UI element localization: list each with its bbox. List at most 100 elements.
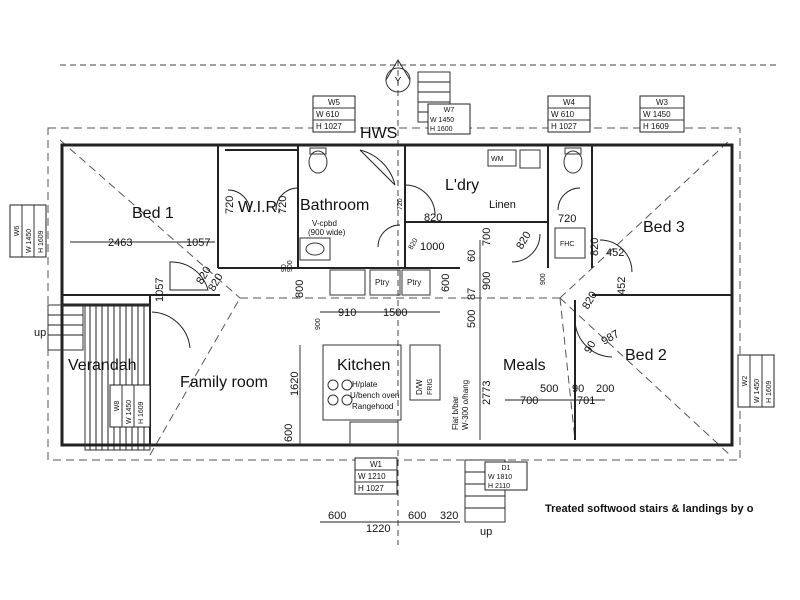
dim-820-bed3: 820 [589,238,601,256]
dim-1057-h: 1057 [186,237,210,249]
stairs [417,71,506,523]
dim-1620: 1620 [289,372,301,396]
dim-720-hws: 720 [397,198,404,210]
w4-height: H 1027 [551,122,577,131]
d1-width: W 1810 [488,474,512,481]
dim-900-pantry: 900 [315,318,322,330]
window-tag-w8: W8 W 1450 H 1609 [109,384,151,428]
reference-grid [60,60,780,545]
dim-600-right: 600 [408,510,426,522]
w8-width: W 1450 [126,400,133,424]
label-ohang: W-300 o/hang [461,380,470,430]
label-ptry1: Ptry [375,278,389,287]
w7-width: W 1450 [430,117,454,124]
label-ubench: U/bench oven [350,391,399,400]
internal-walls [62,145,732,445]
label-up1: up [34,327,46,339]
w4-id: W4 [563,98,576,107]
room-bed1: Bed 1 [132,205,174,222]
label-fhc: FHC [560,241,574,248]
label-up2: up [480,526,492,538]
dim-1000: 1000 [420,241,444,253]
dim-90-b: 90 [582,339,599,356]
w1-id: W1 [370,460,383,469]
w5-width: W 610 [316,110,340,119]
dim-90-a: 90 [572,383,584,395]
w8-id: W8 [114,401,121,412]
room-bathroom: Bathroom [300,197,369,214]
room-bed3: Bed 3 [643,219,685,236]
w7-height: H 1600 [430,126,453,133]
window-tag-w2: W2 W 1450 H 1609 [737,354,775,408]
dim-200: 200 [596,383,614,395]
dim-820-bed2: 820 [580,290,600,312]
d1-id: D1 [502,465,511,472]
dim-500-h: 500 [540,383,558,395]
dim-820-ldry: 820 [424,212,442,224]
footer-note: Treated softwood stairs & landings by o [545,503,754,515]
room-laundry: L'dry [445,177,479,194]
dim-60: 60 [466,250,478,262]
w8-height: H 1609 [138,401,145,424]
w6-height: H 1609 [38,230,45,253]
dim-2463: 2463 [108,237,132,249]
label-ptry2: Ptry [407,278,421,287]
room-verandah: Verandah [68,357,137,374]
w7-id: W7 [444,107,455,114]
window-tag-w3: W3 W 1450 H 1609 [639,95,685,133]
label-hplate: H/plate [352,380,378,389]
window-tag-d1: D1 W 1810 H 2110 [484,461,528,491]
dim-987: 987 [600,328,622,348]
w2-width: W 1450 [754,379,761,403]
label-vcpbd-width: (900 wide) [308,228,346,237]
window-tag-w6: W6 W 1450 H 1609 [9,204,47,258]
w5-height: H 1027 [316,122,342,131]
window-tag-w7: W7 W 1450 H 1600 [427,103,471,135]
room-linen: Linen [489,199,516,211]
dim-1057-v: 1057 [154,278,166,302]
dim-820-bath: 820 [408,237,420,251]
label-fridge: FRIG [427,378,434,395]
w3-width: W 1450 [643,110,671,119]
dim-452-b: 452 [616,277,628,295]
dim-500-v: 500 [466,310,478,328]
dim-900-laundry: 900 [540,273,547,285]
window-tag-w5: W5 W 610 H 1027 [312,95,356,133]
dim-820-linen: 820 [514,230,534,252]
window-tag-w1: W1 W 1210 H 1027 [354,457,398,495]
w2-id: W2 [742,376,749,387]
dim-600-left: 600 [328,510,346,522]
room-labels: Bed 1 W.I.R. Bathroom HWS L'dry Linen Be… [68,125,685,391]
w5-id: W5 [328,98,341,107]
dim-2773: 2773 [481,381,493,405]
label-bbar: Flat b/bar [451,396,460,430]
dim-720-wir: 720 [224,196,236,214]
label-vcpbd: V-cpbd [312,219,337,228]
d1-height: H 2110 [488,483,510,490]
label-dw: D/W [415,379,424,395]
dim-800: 800 [294,280,306,298]
dim-1500: 1500 [383,307,407,319]
north-point: Y [385,59,411,93]
dim-600-pantry: 600 [440,274,452,292]
north-label: Y [395,76,402,87]
w3-id: W3 [656,98,669,107]
room-kitchen: Kitchen [337,357,390,374]
label-rangehood: Rangehood [352,402,393,411]
dim-720-bath: 720 [277,196,289,214]
dim-900-meals: 900 [481,272,493,290]
dimension-lines [70,240,605,523]
w1-height: H 1027 [358,484,384,493]
doors [151,149,633,358]
dim-700-h: 700 [520,395,538,407]
dim-320: 320 [440,510,458,522]
room-meals: Meals [503,357,546,374]
window-tag-w4: W4 W 610 H 1027 [547,95,591,133]
w4-width: W 610 [551,110,575,119]
room-family: Family room [180,374,268,391]
dim-87: 87 [466,288,478,300]
dim-90-c: 90 [281,264,288,272]
dim-701: 701 [577,395,595,407]
dim-900-bath: 900 [287,260,294,272]
